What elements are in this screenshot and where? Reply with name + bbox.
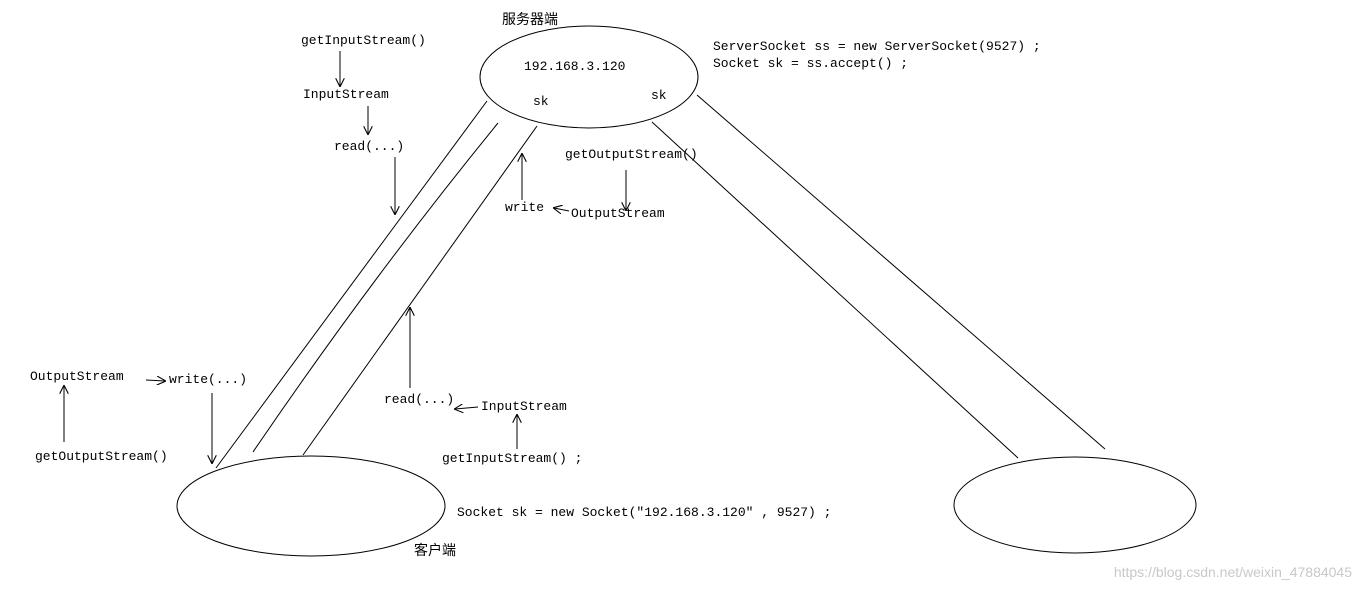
connection-line xyxy=(215,100,488,469)
client-output-stream: OutputStream xyxy=(30,369,124,384)
connection-line xyxy=(302,125,538,456)
arrow xyxy=(145,380,165,381)
client-code: Socket sk = new Socket("192.168.3.120" ,… xyxy=(457,505,831,520)
client-write: write(...) xyxy=(169,372,247,387)
server-ip: 192.168.3.120 xyxy=(524,59,625,74)
server-input-stream: InputStream xyxy=(303,87,389,102)
second-client-node xyxy=(953,456,1197,554)
server-sk-left: sk xyxy=(533,94,549,109)
server-get-input-stream: getInputStream() xyxy=(301,33,426,48)
client-input-stream: InputStream xyxy=(481,399,567,414)
connection-line xyxy=(252,122,499,453)
client-get-input-stream: getInputStream() ; xyxy=(442,451,582,466)
server-get-output-stream: getOutputStream() xyxy=(565,147,698,162)
server-read: read(...) xyxy=(334,139,404,154)
client-title: 客户端 xyxy=(414,542,456,559)
server-code-line1: ServerSocket ss = new ServerSocket(9527)… xyxy=(713,39,1041,54)
server-node xyxy=(479,25,699,129)
watermark: https://blog.csdn.net/weixin_47884045 xyxy=(1114,564,1352,580)
server-output-stream: OutputStream xyxy=(571,206,665,221)
server-code-line2: Socket sk = ss.accept() ; xyxy=(713,56,908,71)
server-title: 服务器端 xyxy=(502,12,558,28)
client-get-output-stream: getOutputStream() xyxy=(35,449,168,464)
arrow xyxy=(455,407,479,409)
connection-line xyxy=(651,121,1019,459)
arrow xyxy=(554,208,570,211)
server-sk-right: sk xyxy=(651,88,667,103)
client-node xyxy=(176,455,446,557)
connection-line xyxy=(696,94,1106,450)
client-read: read(...) xyxy=(384,392,454,407)
server-write: write xyxy=(505,200,544,215)
